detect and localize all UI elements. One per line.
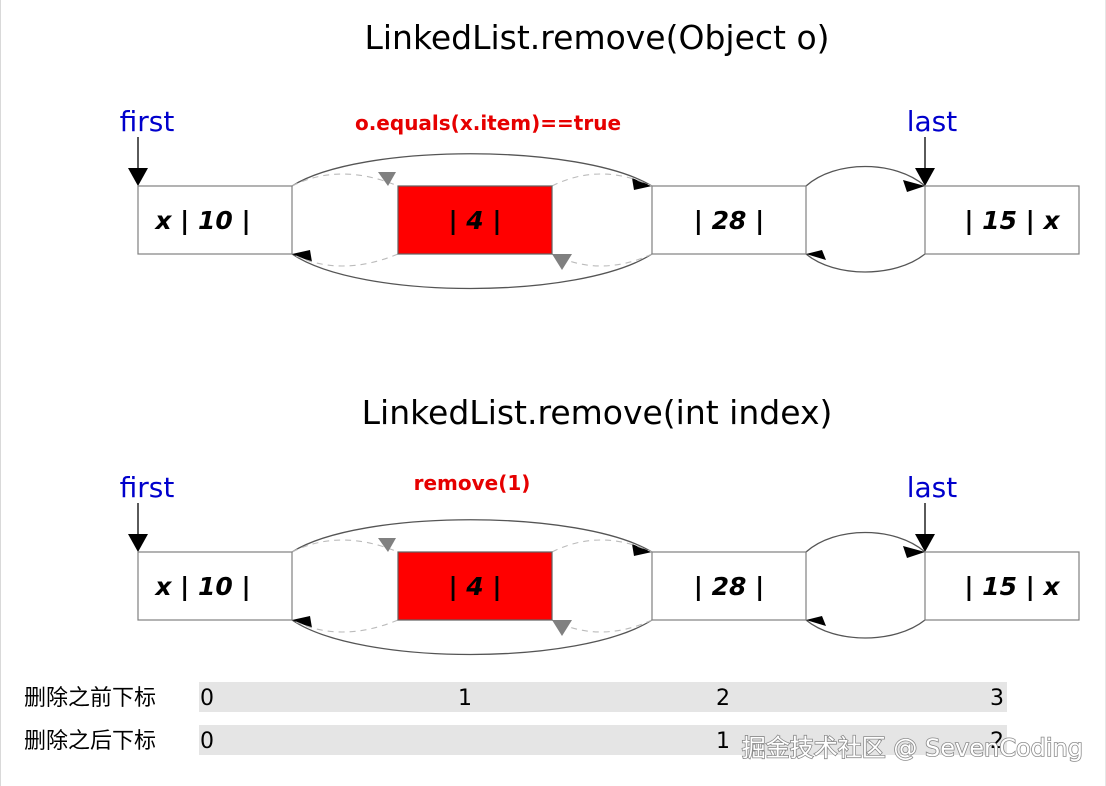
index-row-label-before: 删除之前下标 [24,686,156,711]
section-title: LinkedList.remove(Object o) [364,18,829,57]
old-arrow-back-into-removed [552,620,572,636]
section-remove-index: LinkedList.remove(int index) first last … [120,393,1080,656]
arrow-next-bypass [632,544,652,556]
old-arrow-back-into-removed [552,254,572,270]
node-label: | 28 | [694,206,764,235]
old-link-to-removed [291,539,399,553]
node-28 [651,185,807,255]
old-link-to-removed [291,173,399,187]
link-next-bypass [291,153,653,187]
index-after-value: 0 [200,729,214,754]
arrow-prev-15-28 [806,616,826,626]
index-bar-after [199,725,1007,755]
old-arrow-into-removed [378,538,396,552]
arrow-prev-15-28 [806,250,826,260]
link-next-bypass [291,519,653,553]
link-next-28-15 [805,165,926,187]
index-before-value: 3 [990,686,1004,711]
index-after-value: 1 [716,729,730,754]
node-15 [924,185,1080,255]
frame-edge-left [0,0,1,786]
node-10 [137,185,293,255]
index-before-value: 0 [200,686,214,711]
watermark: 掘金技术社区 @ SevenCoding [742,734,1083,762]
index-before-value: 2 [716,686,730,711]
node-label: | 28 | [694,572,764,601]
old-back-link-from-removed [291,619,399,633]
section-title: LinkedList.remove(int index) [362,393,833,432]
old-back-link-from-removed [291,253,399,267]
link-prev-bypass [291,619,653,656]
node-label: | 4 | [448,206,501,235]
node-15 [924,551,1080,621]
link-prev-bypass [291,253,653,290]
arrow-next-28-15 [903,546,925,558]
node-label: x | 10 | [153,572,250,601]
index-row-label-after: 删除之后下标 [24,729,156,754]
old-arrow-into-removed [378,172,396,186]
removal-condition: o.equals(x.item)==true [355,111,621,135]
link-prev-15-28 [805,619,926,639]
arrow-prev-bypass [292,250,312,262]
arrow-next-28-15 [903,180,925,192]
node-4-removed [397,185,553,255]
link-next-28-15 [805,531,926,553]
node-10 [137,551,293,621]
index-after-value: 2 [990,729,1004,754]
arrow-prev-bypass [292,616,312,628]
first-pointer-arrow [128,168,148,186]
first-pointer-arrow [128,534,148,552]
old-link-from-removed [551,173,653,187]
section-remove-object: LinkedList.remove(Object o) first last o… [120,18,1080,290]
node-label: | 15 | x [964,572,1060,601]
last-pointer-arrow [915,168,935,186]
node-label: | 15 | x [964,206,1060,235]
first-pointer-label: first [120,471,175,504]
node-4-removed [397,551,553,621]
last-pointer-label: last [907,471,958,504]
last-pointer-label: last [907,105,958,138]
index-table: 删除之前下标 0 1 2 3 删除之后下标 0 1 2 [24,682,1007,755]
removal-call: remove(1) [414,471,531,495]
index-before-value: 1 [458,686,472,711]
link-prev-15-28 [805,253,926,273]
index-bar-before [199,682,1007,712]
node-28 [651,551,807,621]
old-link-from-removed [551,539,653,553]
node-label: x | 10 | [153,206,250,235]
first-pointer-label: first [120,105,175,138]
last-pointer-arrow [915,534,935,552]
node-label: | 4 | [448,572,501,601]
arrow-next-bypass [632,178,652,190]
